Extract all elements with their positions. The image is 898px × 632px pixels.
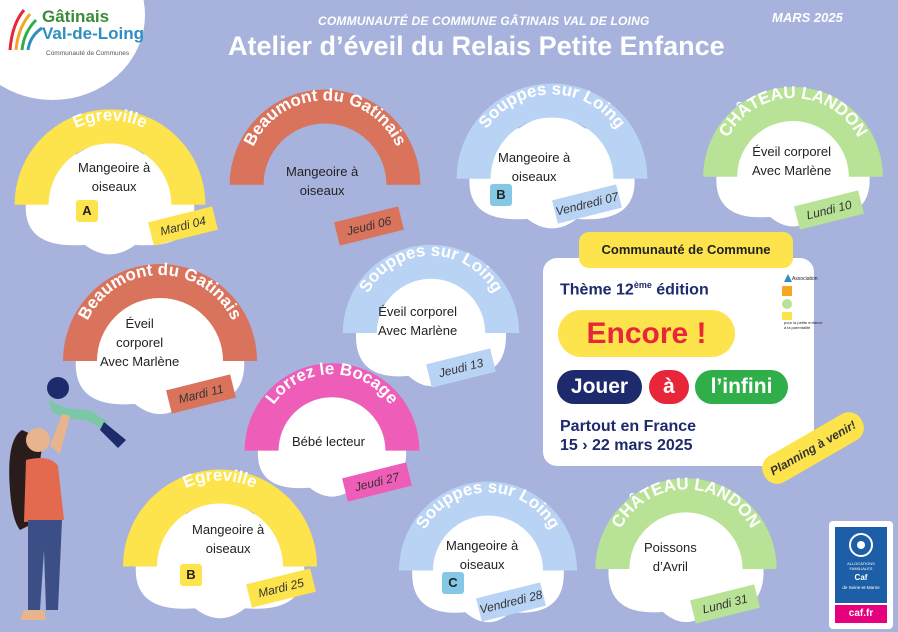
activity-line: Avec Marlène: [378, 323, 458, 338]
activity-line: d’Avril: [652, 559, 688, 574]
acp-small: pour la petite enfance à la parentalité: [784, 320, 823, 330]
activity-line: oiseaux: [299, 183, 345, 198]
theme-line: Thème 12ème édition: [560, 280, 709, 299]
acp-logo-icon: [782, 274, 792, 320]
activity-line: oiseaux: [91, 179, 137, 194]
activity-line: Mangeoire à: [286, 164, 359, 179]
partout-text: Partout en France 15 › 22 mars 2025: [560, 417, 696, 455]
activity-line: Avec Marlène: [100, 354, 180, 369]
activity-line: Éveil corporel: [752, 144, 831, 159]
activity-line: Poissons: [644, 540, 697, 555]
card-graphic: Beaumont du Gatinais: [229, 85, 421, 186]
a-pill: à: [649, 370, 689, 404]
group-badge: C: [442, 572, 464, 594]
activity-line: Éveil corporel: [378, 304, 457, 319]
group-badge: B: [180, 564, 202, 586]
activity-line: Éveil: [125, 316, 154, 331]
activity-text: Mangeoire à oiseaux: [192, 520, 264, 558]
activity-line: Mangeoire à: [78, 160, 151, 175]
encore-banner: Encore !: [558, 310, 735, 357]
town-arc: [703, 87, 883, 178]
caf-line3: de Seine-et-Marne: [842, 585, 880, 590]
theme-sup: ème: [633, 280, 652, 290]
event-tag: Communauté de Commune: [579, 232, 793, 268]
infini-pill: l’infini: [695, 370, 788, 404]
page-title: Atelier d’éveil du Relais Petite Enfance: [228, 31, 725, 61]
jouer-pill: Jouer: [557, 370, 642, 404]
logo-line2: Val-de-Loing: [42, 24, 144, 43]
logo-subtitle: Communauté de Communes: [46, 50, 130, 57]
town-arc: [63, 264, 257, 362]
caf-logo-icon: ALLOCATIONS FAMILIALES Caf de Seine-et-M…: [829, 521, 893, 629]
group-badge: A: [76, 200, 98, 222]
activity-text: Mangeoire à oiseaux: [286, 162, 358, 200]
theme-suffix: édition: [651, 281, 709, 299]
mother-child-illustration: [9, 377, 126, 620]
town-arc: [244, 363, 420, 452]
town-arc: [123, 469, 317, 568]
header-date: MARS 2025: [772, 10, 843, 25]
activity-text: Mangeoire à oiseaux: [446, 536, 518, 574]
activity-text: Poissons d’Avril: [644, 538, 697, 576]
activity-line: Avec Marlène: [752, 163, 832, 178]
partout-line: Partout en France: [560, 418, 697, 435]
activity-line: oiseaux: [205, 541, 251, 556]
town-arc: [399, 481, 577, 572]
header-subtitle: COMMUNAUTÉ DE COMMUNE GÂTINAIS VAL DE LO…: [318, 14, 650, 28]
caf-logo-top: ALLOCATIONS FAMILIALES Caf de Seine-et-M…: [835, 527, 887, 603]
activity-line: corporel: [116, 335, 164, 350]
town-arc: [229, 89, 421, 186]
activity-line: oiseaux: [459, 557, 505, 572]
caf-emblem-icon: [849, 533, 873, 557]
event-dates: 15 › 22 mars 2025: [560, 437, 693, 454]
acp-label: Association: [792, 276, 818, 282]
activity-line: Mangeoire à: [192, 522, 265, 537]
activity-line: oiseaux: [511, 169, 557, 184]
activity-text: Mangeoire à oiseaux: [78, 158, 150, 196]
activity-line: Bébé lecteur: [292, 434, 365, 449]
town-arc: [595, 478, 777, 570]
activity-line: Mangeoire à: [498, 150, 571, 165]
town-arc: [342, 244, 520, 334]
activity-text: Bébé lecteur: [292, 432, 365, 451]
group-badge: B: [490, 184, 512, 206]
caf-line1: ALLOCATIONS FAMILIALES: [847, 561, 875, 571]
event-card: [543, 258, 814, 466]
activity-text: Mangeoire à oiseaux: [498, 148, 570, 186]
town-arc: [14, 109, 206, 206]
town-arc: [456, 83, 648, 180]
activity-line: Mangeoire à: [446, 538, 519, 553]
theme-prefix: Thème 12: [560, 281, 634, 299]
logo-line1: Gâtinais: [42, 7, 110, 26]
logo-title: Gâtinais Val-de-Loing: [42, 8, 144, 42]
caf-line2: Caf: [854, 573, 868, 582]
gatinais-logo-icon: [8, 9, 43, 51]
caf-web: caf.fr: [835, 605, 887, 623]
